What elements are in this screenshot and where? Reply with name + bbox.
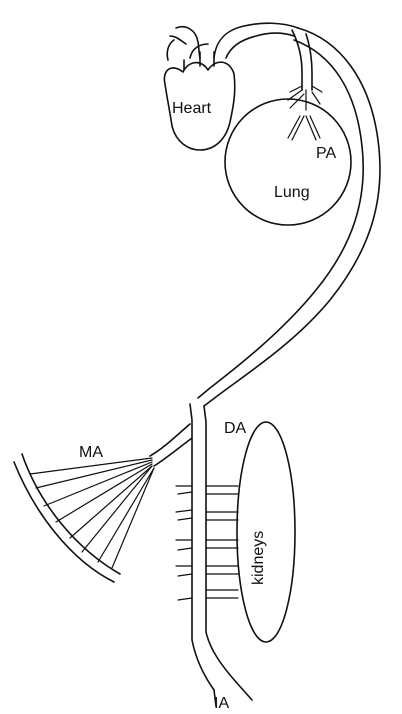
lung: [225, 99, 351, 225]
pulmonary-artery: [288, 30, 322, 140]
mesenteric-artery: [14, 424, 192, 582]
great-vessels: [167, 23, 298, 60]
descending-aorta: [190, 404, 252, 706]
da-label: DA: [224, 420, 247, 437]
renal-branches: [176, 486, 238, 600]
aorta: [198, 28, 380, 406]
kidneys-label: kidneys: [250, 531, 267, 585]
lung-label: Lung: [274, 184, 310, 201]
pa-label: PA: [316, 145, 336, 162]
ia-label: IA: [214, 695, 229, 712]
heart-label: Heart: [172, 100, 212, 117]
ma-label: MA: [79, 444, 103, 461]
heart: [164, 44, 234, 150]
